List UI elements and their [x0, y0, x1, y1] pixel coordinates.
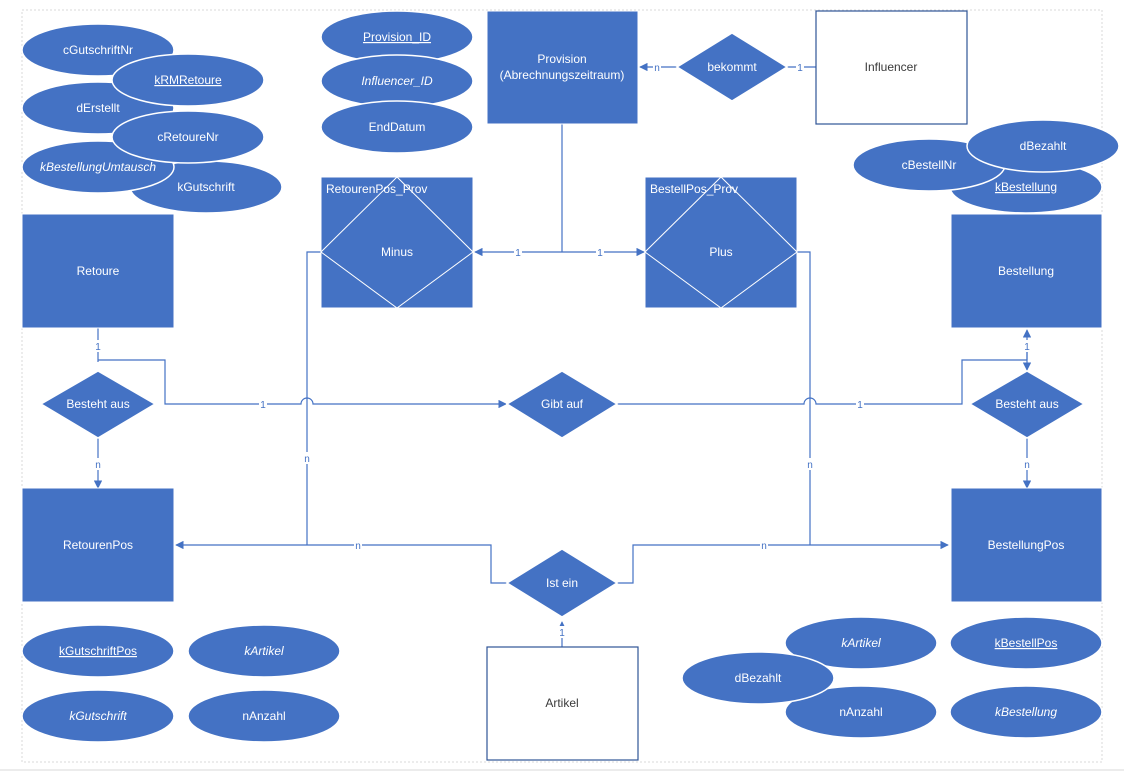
relationship-besteht-aus-right-label: Besteht aus: [995, 397, 1058, 411]
line-minus-down: [306, 251, 321, 545]
entity-provision-label: Provision: [537, 52, 586, 66]
cardinality-labels: 1 n 1 1 1 n 1 1 1 n n n n n 1: [94, 61, 1031, 639]
cardinality-minus-retourenpos: n: [304, 454, 310, 465]
attribute-kbestellpos[interactable]: kBestellPos: [949, 616, 1103, 670]
attribute-nanzahl-left-label: nAnzahl: [242, 709, 285, 723]
attribute-influencer-id-label: Influencer_ID: [361, 74, 433, 88]
attribute-kartikel-right-label: kArtikel: [841, 636, 881, 650]
attribute-derstellt-label: dErstellt: [76, 101, 120, 115]
attribute-kgutschrift-top-label: kGutschrift: [177, 180, 235, 194]
attribute-kbestellpos-label: kBestellPos: [995, 636, 1058, 650]
cardinality-retoure-gibtauf: 1: [260, 400, 266, 411]
entity-bestellungpos[interactable]: BestellungPos: [950, 487, 1103, 603]
entity-provision-sublabel: (Abrechnungszeitraum): [500, 68, 625, 82]
attribute-nanzahl-right[interactable]: nAnzahl: [784, 685, 938, 739]
relationship-minus-label: Minus: [381, 245, 413, 259]
attribute-kbestellungumtausch-label: kBestellungUmtausch: [40, 160, 156, 174]
attribute-provision-id-label: Provision_ID: [363, 30, 431, 44]
entity-bestellpos-prov[interactable]: BestellPos_Prov Plus: [644, 176, 798, 309]
attribute-enddatum-label: EndDatum: [369, 120, 426, 134]
attribute-kgutschrift-bottom-label: kGutschrift: [69, 709, 127, 723]
cardinality-artikel-istein: 1: [559, 628, 565, 639]
attribute-kbestellung-bottom[interactable]: kBestellung: [949, 685, 1103, 739]
attribute-dbezahlt-bottom[interactable]: dBezahlt: [681, 651, 835, 705]
entity-retoure-label: Retoure: [77, 264, 120, 278]
attribute-cbestellnr-label: cBestellNr: [902, 158, 957, 172]
entity-retoure[interactable]: Retoure: [21, 213, 175, 329]
entity-retourenpos-label: RetourenPos: [63, 538, 133, 552]
cardinality-influencer-bekommt: 1: [797, 63, 803, 74]
attribute-dbezahlt-top[interactable]: dBezahlt: [966, 119, 1120, 173]
relationship-ist-ein[interactable]: Ist ein: [505, 548, 619, 618]
attribute-enddatum[interactable]: EndDatum: [320, 100, 474, 154]
line-plus-down: [797, 251, 811, 545]
entity-bestellungpos-label: BestellungPos: [988, 538, 1065, 552]
attribute-nanzahl-right-label: nAnzahl: [839, 705, 882, 719]
entity-retourenpos-prov-label: RetourenPos_Prov: [326, 182, 427, 196]
relationship-plus-label: Plus: [709, 245, 732, 259]
attribute-cretourenr[interactable]: cRetoureNr: [111, 110, 265, 164]
cardinality-retoure-besteht: 1: [95, 342, 101, 353]
entity-retourenpos[interactable]: RetourenPos: [21, 487, 175, 603]
attribute-influencer-id[interactable]: Influencer_ID: [320, 54, 474, 108]
entity-retourenpos-prov[interactable]: RetourenPos_Prov Minus: [320, 176, 474, 309]
attribute-cbestellnr[interactable]: cBestellNr: [852, 138, 1006, 192]
relationship-gibt-auf[interactable]: Gibt auf: [505, 370, 619, 439]
entity-influencer[interactable]: Influencer: [815, 10, 968, 125]
entity-bestellpos-prov-label: BestellPos_Prov: [650, 182, 738, 196]
relationship-ist-ein-label: Ist ein: [546, 576, 578, 590]
line-gibtauf-bestellung: [616, 359, 1027, 405]
entity-bestellung-label: Bestellung: [998, 264, 1054, 278]
entity-artikel[interactable]: Artikel: [486, 646, 639, 761]
attribute-krmretoure[interactable]: kRMRetoure: [111, 53, 265, 107]
attribute-dbezahlt-top-label: dBezahlt: [1020, 139, 1067, 153]
relationship-besteht-aus-left-label: Besteht aus: [66, 397, 129, 411]
entity-artikel-label: Artikel: [545, 696, 578, 710]
entity-bestellung[interactable]: Bestellung: [950, 213, 1103, 329]
relationship-gibt-auf-label: Gibt auf: [541, 397, 584, 411]
attribute-provision-id[interactable]: Provision_ID: [320, 10, 474, 64]
cardinality-provision-minus: 1: [515, 248, 521, 259]
attribute-dbezahlt-bottom-label: dBezahlt: [735, 671, 782, 685]
attribute-kgutschrift-bottom[interactable]: kGutschrift: [21, 689, 175, 743]
relationship-bekommt-label: bekommt: [707, 60, 757, 74]
relationship-besteht-aus-left[interactable]: Besteht aus: [39, 370, 157, 439]
diagram-frame: [21, 9, 1103, 763]
cardinality-bekommt-provision: n: [654, 63, 660, 74]
cardinality-bestellung-besteht: 1: [1024, 342, 1030, 353]
cardinality-istein-retourenpos: n: [355, 541, 361, 552]
attribute-kgutschriftpos[interactable]: kGutschriftPos: [21, 624, 175, 678]
attribute-kartikel-right[interactable]: kArtikel: [784, 616, 938, 670]
cardinality-besteht-bestellungpos: n: [1024, 460, 1030, 471]
attribute-kbestellung-bottom-label: kBestellung: [995, 705, 1057, 719]
relationship-besteht-aus-right[interactable]: Besteht aus: [968, 370, 1086, 439]
attribute-krmretoure-label: kRMRetoure: [154, 73, 222, 87]
attribute-kartikel-left[interactable]: kArtikel: [187, 624, 341, 678]
line-istein-retourenpos: [175, 540, 510, 584]
cardinality-gibtauf-bestellung: 1: [857, 400, 863, 411]
line-istein-bestellungpos: [614, 540, 949, 584]
entity-influencer-label: Influencer: [865, 60, 918, 74]
cardinality-plus-bestellungpos: n: [807, 460, 813, 471]
attribute-nanzahl-left[interactable]: nAnzahl: [187, 689, 341, 743]
cardinality-provision-plus: 1: [597, 248, 603, 259]
attribute-kbestellung-top-label: kBestellung: [995, 180, 1057, 194]
attribute-kartikel-left-label: kArtikel: [244, 644, 284, 658]
relationship-bekommt[interactable]: bekommt: [675, 32, 789, 102]
attribute-cgutschriftnr-label: cGutschriftNr: [63, 43, 133, 57]
line-retoure-gibtauf: [98, 359, 507, 409]
cardinality-besteht-retourenpos: n: [95, 460, 101, 471]
cardinality-istein-bestellungpos: n: [761, 541, 767, 552]
attribute-cretourenr-label: cRetoureNr: [157, 130, 218, 144]
attribute-kgutschriftpos-label: kGutschriftPos: [59, 644, 137, 658]
entity-provision[interactable]: Provision (Abrechnungszeitraum): [486, 10, 639, 125]
